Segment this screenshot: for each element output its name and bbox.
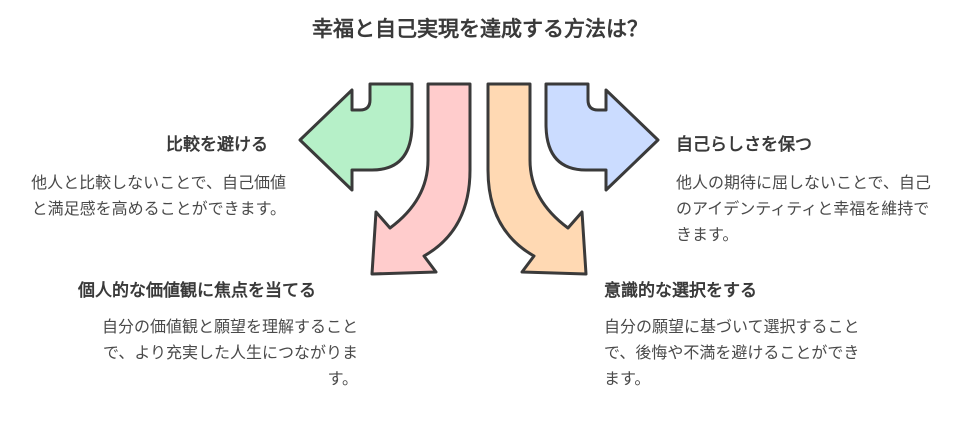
desc-focus-values: 自分の価値観と願望を理解することで、より充実した人生につながります。 (101, 317, 358, 388)
arrow-orange-down-right (486, 82, 588, 276)
arrow-red-down-left (370, 82, 472, 276)
desc-stay-yourself: 他人の期待に屈しないことで、自己のアイデンティティと幸福を維持できます。 (676, 173, 931, 244)
heading-stay-yourself: 自己らしさを保つ (676, 135, 812, 155)
arrow-green-left (298, 82, 414, 192)
diagram-title: 幸福と自己実現を達成する方法は？ (312, 17, 648, 41)
desc-conscious-choices: 自分の願望に基づいて選択することで、後悔や不満を避けることができます。 (604, 317, 860, 388)
heading-focus-values: 個人的な価値観に焦点を当てる (78, 281, 316, 301)
desc-avoid-comparison: 他人と比較しないことで、自己価値と満足感を高めることができます。 (31, 173, 286, 218)
heading-conscious-choices: 意識的な選択をする (604, 281, 757, 301)
arrow-blue-right (544, 82, 660, 192)
heading-avoid-comparison: 比較を避ける (166, 135, 268, 155)
